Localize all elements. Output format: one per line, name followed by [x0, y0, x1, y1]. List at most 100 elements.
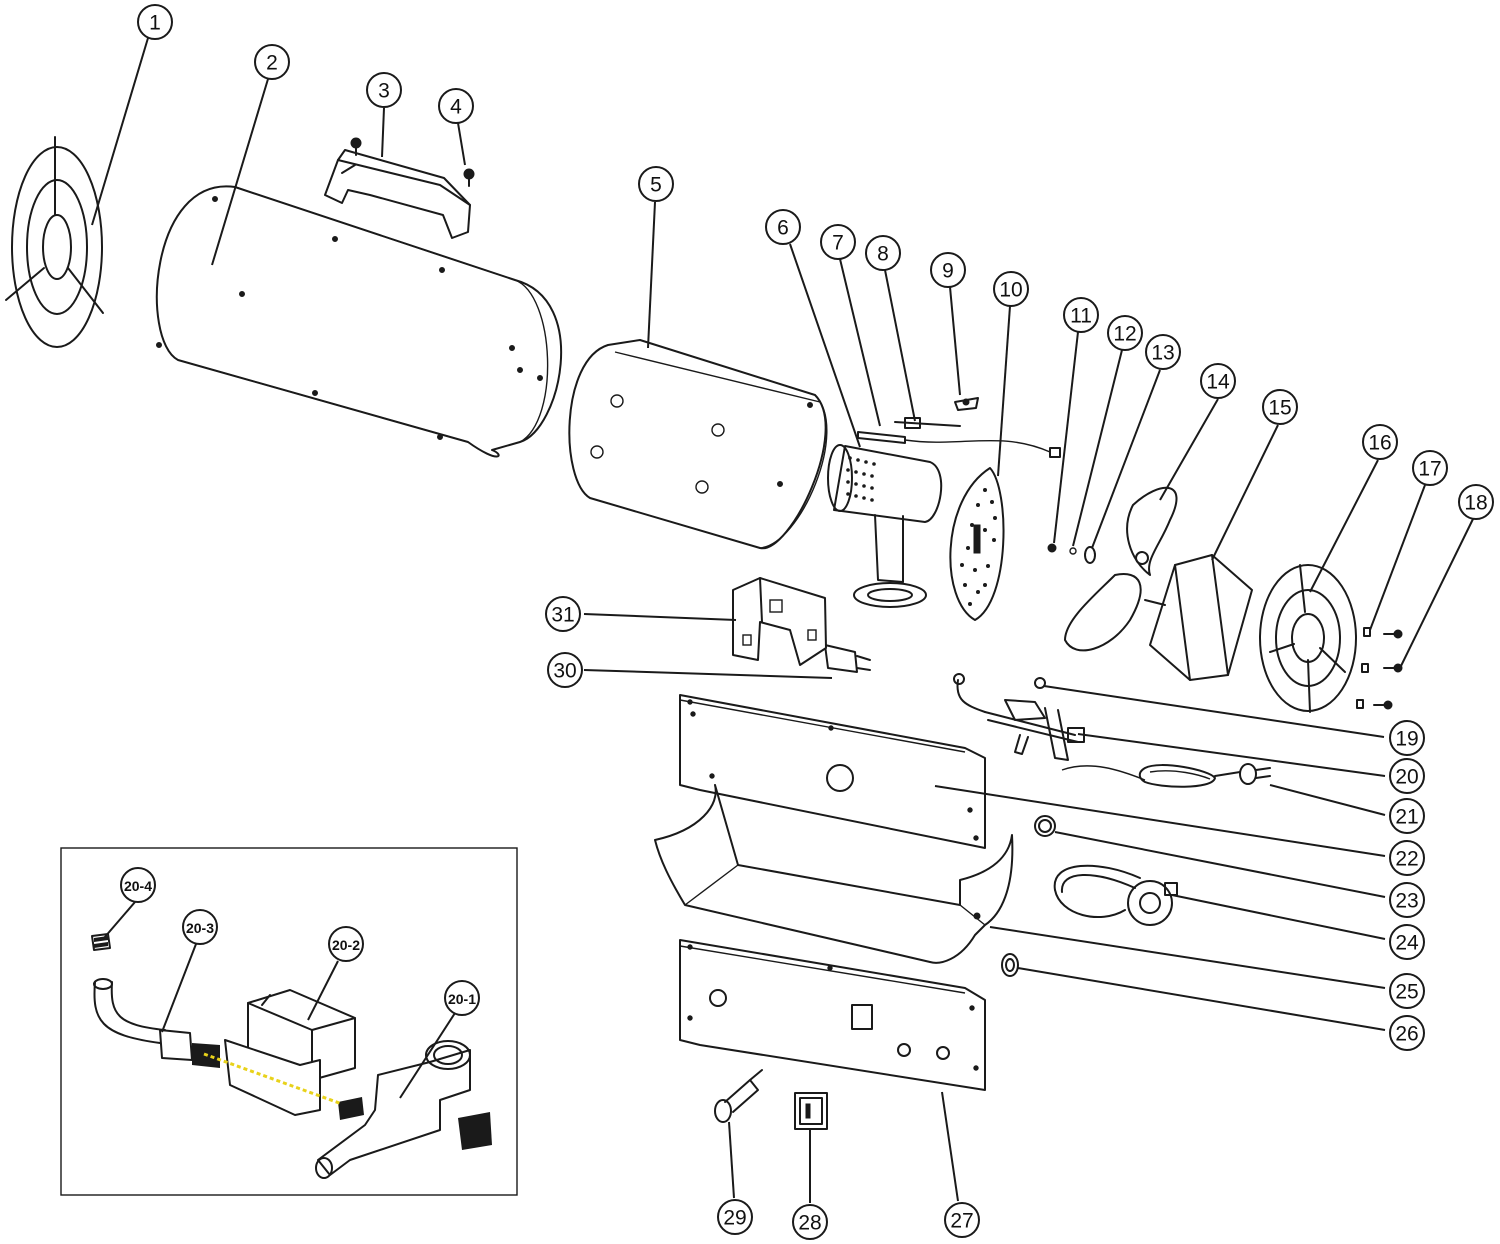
- svg-text:20-4: 20-4: [124, 878, 152, 894]
- callout-12: 12: [1107, 315, 1143, 351]
- detail-solenoid-20-2: [224, 989, 356, 1116]
- svg-text:19: 19: [1395, 728, 1418, 751]
- part-screws-18: [1373, 629, 1403, 710]
- callout-30: 30: [547, 652, 583, 688]
- callout-19: 19: [1389, 720, 1425, 756]
- callout-28: 28: [792, 1204, 828, 1240]
- part-combustion-chamber: [568, 339, 828, 550]
- callout-4: 4: [438, 88, 474, 124]
- callout-22: 22: [1389, 840, 1425, 876]
- callout-2: 2: [254, 44, 290, 80]
- part-power-cord: [1061, 763, 1271, 788]
- callout-23: 23: [1389, 882, 1425, 918]
- part-front-guard: [5, 136, 104, 348]
- callout-5: 5: [638, 166, 674, 202]
- svg-text:18: 18: [1464, 492, 1487, 515]
- svg-text:15: 15: [1268, 397, 1291, 420]
- part-fan-blade: [1064, 486, 1178, 652]
- callout-20-2: 20-2: [328, 926, 364, 962]
- callout-15: 15: [1262, 389, 1298, 425]
- part-handle: [324, 137, 471, 239]
- detail-valve-body-20-1: [315, 1040, 492, 1179]
- svg-text:10: 10: [999, 279, 1022, 302]
- svg-text:5: 5: [650, 174, 662, 197]
- svg-text:14: 14: [1206, 371, 1230, 394]
- svg-text:2: 2: [266, 52, 278, 75]
- part-grommet: [1001, 953, 1019, 977]
- svg-text:20-2: 20-2: [332, 937, 360, 953]
- detail-inset-frame: [60, 847, 518, 1196]
- part-control-panel: [679, 939, 986, 1091]
- callout-20-4: 20-4: [120, 867, 156, 903]
- callout-8: 8: [865, 235, 901, 271]
- part-motor: [1144, 554, 1253, 681]
- svg-text:13: 13: [1151, 342, 1174, 365]
- detail-fitting-20-4: [91, 933, 111, 951]
- callout-31: 31: [545, 596, 581, 632]
- svg-text:29: 29: [723, 1207, 746, 1230]
- svg-text:22: 22: [1395, 848, 1418, 871]
- svg-text:16: 16: [1368, 432, 1391, 455]
- callout-3: 3: [366, 72, 402, 108]
- part-nut-19: [1034, 677, 1046, 689]
- part-rear-guard: [1259, 564, 1357, 713]
- svg-text:1: 1: [149, 12, 161, 35]
- svg-text:28: 28: [798, 1212, 821, 1235]
- part-knob: [714, 1069, 763, 1123]
- part-clip: [954, 397, 979, 411]
- callout-20-3: 20-3: [182, 909, 218, 945]
- callout-7: 7: [820, 224, 856, 260]
- svg-text:25: 25: [1395, 981, 1418, 1004]
- svg-text:11: 11: [1070, 305, 1092, 328]
- part-base-tray: [654, 784, 1014, 964]
- part-connector: [824, 644, 871, 673]
- part-regulator-hose: [1053, 864, 1178, 926]
- svg-text:21: 21: [1395, 806, 1418, 829]
- svg-text:20-1: 20-1: [448, 991, 476, 1007]
- leader-lines: [91, 37, 1474, 1203]
- detail-tube-20-3: [93, 978, 220, 1068]
- callout-25: 25: [1389, 973, 1425, 1009]
- callout-1: 1: [137, 4, 173, 40]
- part-outer-shell: [156, 185, 563, 458]
- part-top-panel: [679, 694, 986, 849]
- callout-29: 29: [717, 1199, 753, 1235]
- callout-26: 26: [1389, 1015, 1425, 1051]
- callout-14: 14: [1200, 363, 1236, 399]
- callout-20-1: 20-1: [444, 980, 480, 1016]
- svg-text:31: 31: [551, 604, 574, 627]
- detail-thread-highlight: [203, 1052, 343, 1106]
- part-screw-4: [463, 168, 475, 187]
- svg-text:3: 3: [378, 80, 390, 103]
- svg-text:12: 12: [1113, 323, 1136, 346]
- svg-text:17: 17: [1418, 458, 1441, 481]
- svg-text:23: 23: [1395, 890, 1418, 913]
- callout-18: 18: [1458, 484, 1494, 520]
- svg-text:8: 8: [877, 243, 889, 266]
- part-washer-12: [1069, 547, 1077, 555]
- part-screw-11: [1047, 543, 1057, 553]
- svg-text:7: 7: [832, 232, 844, 255]
- part-back-plate: [949, 467, 1005, 621]
- part-switch: [794, 1092, 828, 1130]
- callout-24: 24: [1389, 924, 1425, 960]
- callout-10: 10: [993, 271, 1029, 307]
- part-clips-17: [1356, 627, 1371, 709]
- svg-text:4: 4: [450, 96, 462, 119]
- svg-text:20: 20: [1395, 766, 1418, 789]
- callout-21: 21: [1389, 798, 1425, 834]
- part-bushing: [1034, 815, 1056, 837]
- part-burner: [827, 444, 943, 608]
- callout-16: 16: [1362, 424, 1398, 460]
- svg-text:20-3: 20-3: [186, 920, 214, 936]
- svg-text:9: 9: [942, 260, 954, 283]
- callout-6: 6: [765, 209, 801, 245]
- callout-11: 11: [1063, 297, 1099, 333]
- svg-text:30: 30: [553, 660, 576, 683]
- part-nut-13: [1084, 546, 1096, 564]
- callout-9: 9: [930, 252, 966, 288]
- part-bracket: [732, 577, 827, 666]
- svg-text:6: 6: [777, 217, 789, 240]
